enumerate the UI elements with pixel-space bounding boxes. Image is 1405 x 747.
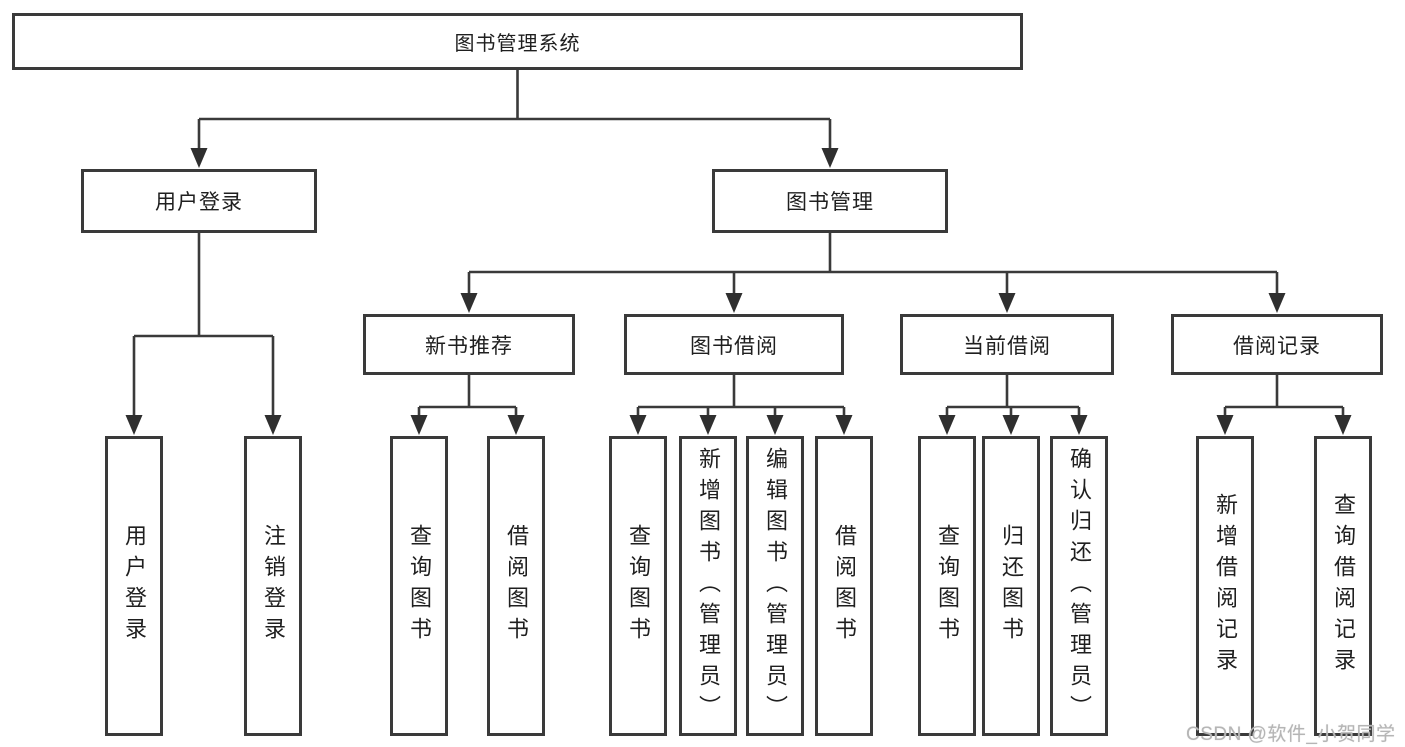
node-user-login: 用户登录	[81, 169, 317, 233]
connector-book-management-to-level3	[460, 233, 1286, 313]
node-label: 查询图书	[626, 524, 651, 648]
leaf-add-books-admin: 新增图书（管理员）	[679, 436, 737, 736]
connector-new-book-recommend-to-leaves	[410, 375, 525, 435]
leaf-borrow-books: 借阅图书	[815, 436, 873, 736]
leaf-add-borrow-record: 新增借阅记录	[1196, 436, 1254, 736]
node-label: 用户登录	[155, 191, 243, 214]
leaf-confirm-return-admin: 确认归还（管理员）	[1050, 436, 1108, 736]
leaf-query-borrow-record: 查询借阅记录	[1314, 436, 1372, 736]
node-borrow-records: 借阅记录	[1171, 314, 1383, 375]
node-label: 图书管理系统	[454, 33, 581, 55]
node-label: 归还图书	[999, 524, 1024, 648]
leaf-logout: 注销登录	[244, 436, 302, 736]
node-label: 查询借阅记录	[1331, 493, 1356, 679]
node-label: 用户登录	[122, 524, 147, 648]
leaf-return-books: 归还图书	[982, 436, 1040, 736]
node-label: 注销登录	[261, 524, 286, 648]
csdn-watermark: CSDN @软件_小贺同学	[1186, 724, 1396, 745]
node-label: 当前借阅	[963, 334, 1051, 358]
node-library-management-system: 图书管理系统	[12, 13, 1023, 70]
node-label: 编辑图书（管理员）	[763, 446, 788, 726]
leaf-current-query-books: 查询图书	[918, 436, 976, 736]
leaf-edit-books-admin: 编辑图书（管理员）	[746, 436, 804, 736]
node-label: 新增图书（管理员）	[696, 446, 721, 726]
connector-borrow-records-to-leaves	[1216, 375, 1352, 435]
node-current-borrow: 当前借阅	[900, 314, 1114, 375]
leaf-user-login: 用户登录	[105, 436, 163, 736]
node-book-management: 图书管理	[712, 169, 948, 233]
connector-root-to-level2	[190, 70, 839, 168]
node-label: 借阅图书	[832, 524, 857, 648]
node-book-borrow: 图书借阅	[624, 314, 844, 375]
node-new-book-recommend: 新书推荐	[363, 314, 575, 375]
node-label: 新增借阅记录	[1213, 493, 1238, 679]
leaf-recommend-borrow-books: 借阅图书	[487, 436, 545, 736]
node-label: 图书借阅	[690, 334, 778, 358]
connector-current-borrow-to-leaves	[938, 375, 1088, 435]
node-label: 图书管理	[786, 191, 874, 214]
node-label: 确认归还（管理员）	[1067, 446, 1092, 726]
node-label: 借阅图书	[504, 524, 529, 648]
node-label: 新书推荐	[425, 334, 513, 358]
connector-book-borrow-to-leaves	[629, 375, 853, 435]
node-label: 借阅记录	[1233, 334, 1321, 358]
leaf-recommend-query-books: 查询图书	[390, 436, 448, 736]
connector-user-login-to-leaves	[125, 233, 282, 435]
leaf-borrow-query-books: 查询图书	[609, 436, 667, 736]
node-label: 查询图书	[935, 524, 960, 648]
node-label: 查询图书	[407, 524, 432, 648]
